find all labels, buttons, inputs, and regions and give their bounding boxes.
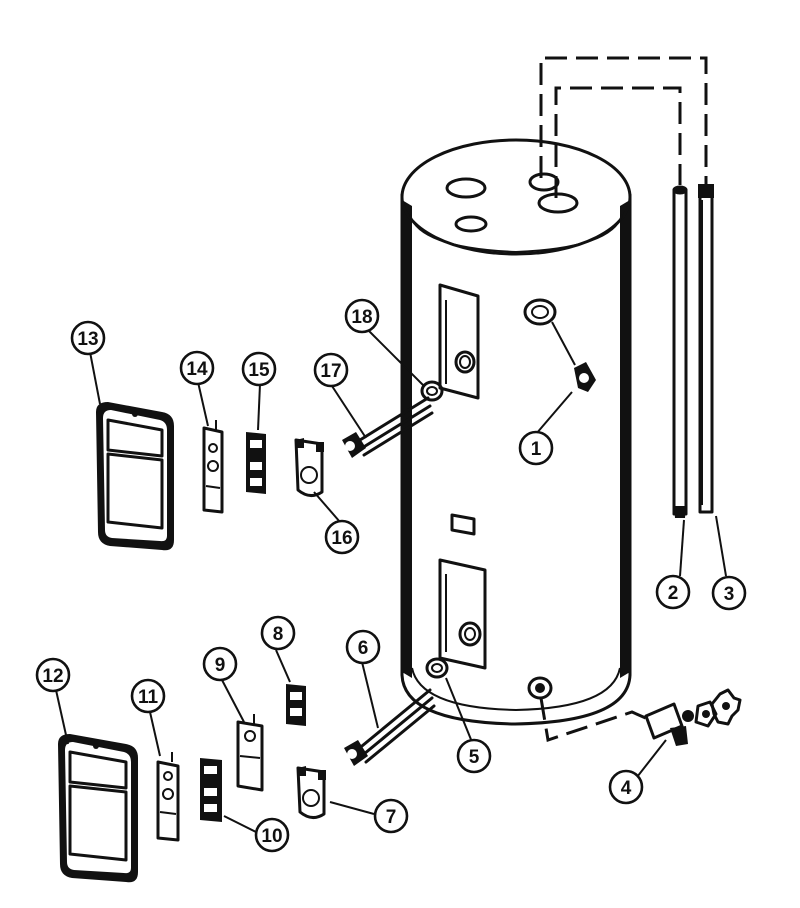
top-port: [537, 192, 579, 214]
lower-thermostat: [286, 684, 306, 726]
callout-15: 15: [241, 351, 277, 387]
callout-2-label: 2: [668, 583, 679, 604]
lower-access-cover: [58, 734, 138, 883]
callout-4: 4: [608, 769, 644, 805]
upper-access-opening: [438, 283, 480, 400]
lower-heating-element: [344, 688, 436, 766]
callout-1-label: 1: [531, 439, 542, 460]
callout-13: 13: [70, 320, 106, 356]
upper-thermostat-bracket: [202, 420, 224, 514]
lower-thermostat-bracket: [236, 714, 264, 792]
callout-8: 8: [260, 615, 296, 651]
top-port: [454, 215, 488, 233]
lower-element-gasket: [425, 657, 449, 679]
callout-18-label: 18: [351, 307, 372, 328]
callout-10: 10: [254, 817, 290, 853]
callout-16: 16: [324, 519, 360, 555]
drain-fitting: [527, 676, 553, 700]
callout-3: 3: [711, 575, 747, 611]
callout-12: 12: [35, 657, 71, 693]
callout-17-label: 17: [320, 361, 341, 382]
callout-7: 7: [373, 798, 409, 834]
callout-1: 1: [518, 430, 554, 466]
callout-6: 6: [345, 629, 381, 665]
lower-insulation-block: [296, 766, 326, 819]
callout-13-label: 13: [77, 329, 98, 350]
callout-5-label: 5: [469, 747, 480, 768]
callout-17: 17: [313, 352, 349, 388]
lower-bracket: [156, 752, 180, 842]
callout-2: 2: [655, 574, 691, 610]
callout-9: 9: [202, 646, 238, 682]
upper-element-gasket: [420, 380, 444, 402]
relief-valve-fitting: [523, 298, 596, 392]
dashed-connection-lines: [539, 56, 708, 742]
callout-14: 14: [179, 350, 215, 386]
callout-15-label: 15: [248, 360, 270, 381]
callout-9-label: 9: [215, 655, 226, 676]
anode-rod: [672, 185, 688, 518]
upper-heating-element: [342, 396, 434, 458]
dip-tube: [698, 184, 714, 514]
callout-12-label: 12: [42, 666, 63, 687]
callout-6-label: 6: [358, 638, 369, 659]
callout-18: 18: [344, 298, 380, 334]
callout-11: 11: [130, 678, 166, 714]
callout-16-label: 16: [331, 528, 352, 549]
upper-thermostat: [246, 432, 266, 494]
drain-valve: [644, 688, 742, 746]
upper-access-cover: [96, 402, 174, 551]
water-heater-tank: [400, 138, 632, 726]
callout-3-label: 3: [724, 584, 735, 605]
callout-7-label: 7: [386, 807, 397, 828]
rating-plate: [450, 513, 476, 536]
callout-8-label: 8: [273, 624, 284, 645]
top-port: [445, 177, 487, 199]
callout-10-label: 10: [261, 826, 282, 847]
top-port: [528, 172, 560, 192]
upper-insulation-block: [294, 438, 324, 497]
callout-4-label: 4: [621, 778, 632, 799]
callout-5: 5: [456, 738, 492, 774]
callout-14-label: 14: [186, 359, 208, 380]
callout-11-label: 11: [138, 687, 159, 708]
lower-limit-thermostat: [200, 758, 222, 822]
lower-access-opening: [438, 558, 487, 670]
leader-lines: [55, 329, 727, 833]
